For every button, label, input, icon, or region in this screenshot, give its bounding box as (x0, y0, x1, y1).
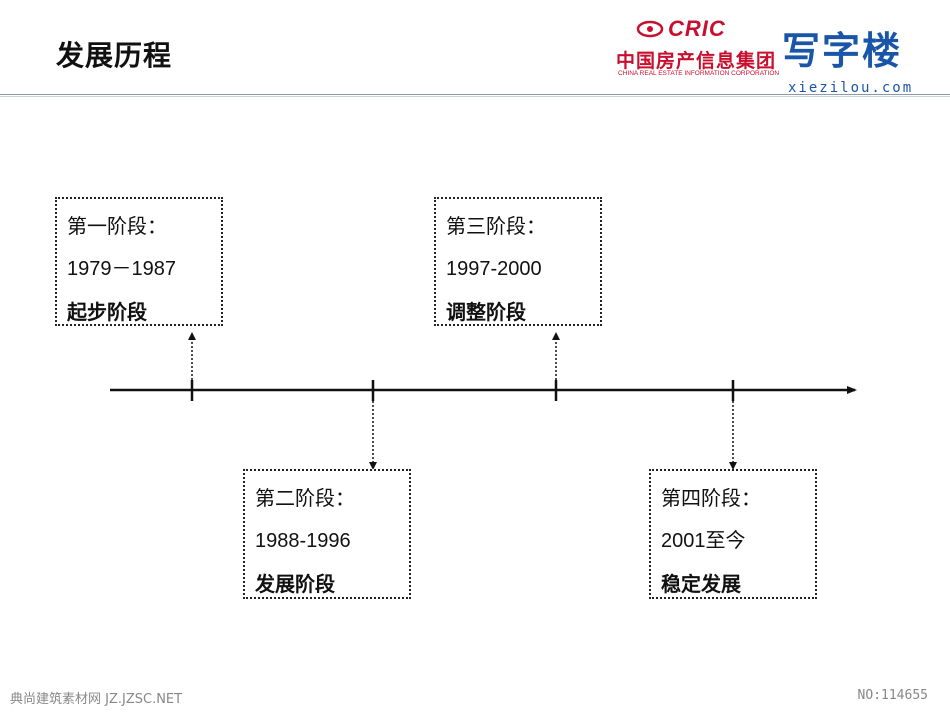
stage-box-3: 第三阶段： 1997-2000 调整阶段 (434, 197, 602, 326)
xiezilou-chinese-name: 写字楼 (782, 29, 903, 73)
stage-box-2: 第二阶段： 1988-1996 发展阶段 (243, 469, 411, 599)
page-title: 发展历程 (56, 39, 173, 72)
header-divider (0, 94, 950, 95)
cric-english-name: CHINA REAL ESTATE INFORMATION CORPORATIO… (618, 70, 780, 77)
header-divider-shadow (0, 96, 950, 97)
stage-years: 1988-1996 (255, 530, 351, 552)
stage-name: 第二阶段： (255, 486, 355, 510)
stage-name: 第一阶段： (67, 214, 167, 238)
cric-eye-icon (636, 20, 664, 38)
xiezilou-logo: 写字楼 xiezilou.com (782, 18, 922, 96)
stage-years: 1997-2000 (446, 258, 542, 280)
stage-years: 1979－1987 (67, 258, 176, 280)
cric-chinese-name: 中国房产信息集团 (616, 50, 777, 72)
xiezilou-url: xiezilou.com (788, 80, 914, 96)
stage-desc: 稳定发展 (661, 572, 741, 596)
stage-years: 2001至今 (661, 530, 746, 552)
stage-desc: 起步阶段 (67, 300, 147, 324)
cric-logo: CRIC 中国房产信息集团 CHINA REAL ESTATE INFORMAT… (612, 16, 779, 82)
stage-desc: 调整阶段 (446, 300, 526, 324)
stage-box-4: 第四阶段： 2001至今 稳定发展 (649, 469, 817, 599)
stage-desc: 发展阶段 (255, 572, 335, 596)
footer-number: NO:114655 (857, 688, 928, 703)
stage-box-1: 第一阶段： 1979－1987 起步阶段 (55, 197, 223, 326)
cric-wordmark: CRIC (668, 16, 726, 41)
footer-watermark: 典尚建筑素材网 JZ.JZSC.NET (10, 692, 183, 707)
stage-name: 第三阶段： (446, 214, 546, 238)
stage-name: 第四阶段： (661, 486, 761, 510)
